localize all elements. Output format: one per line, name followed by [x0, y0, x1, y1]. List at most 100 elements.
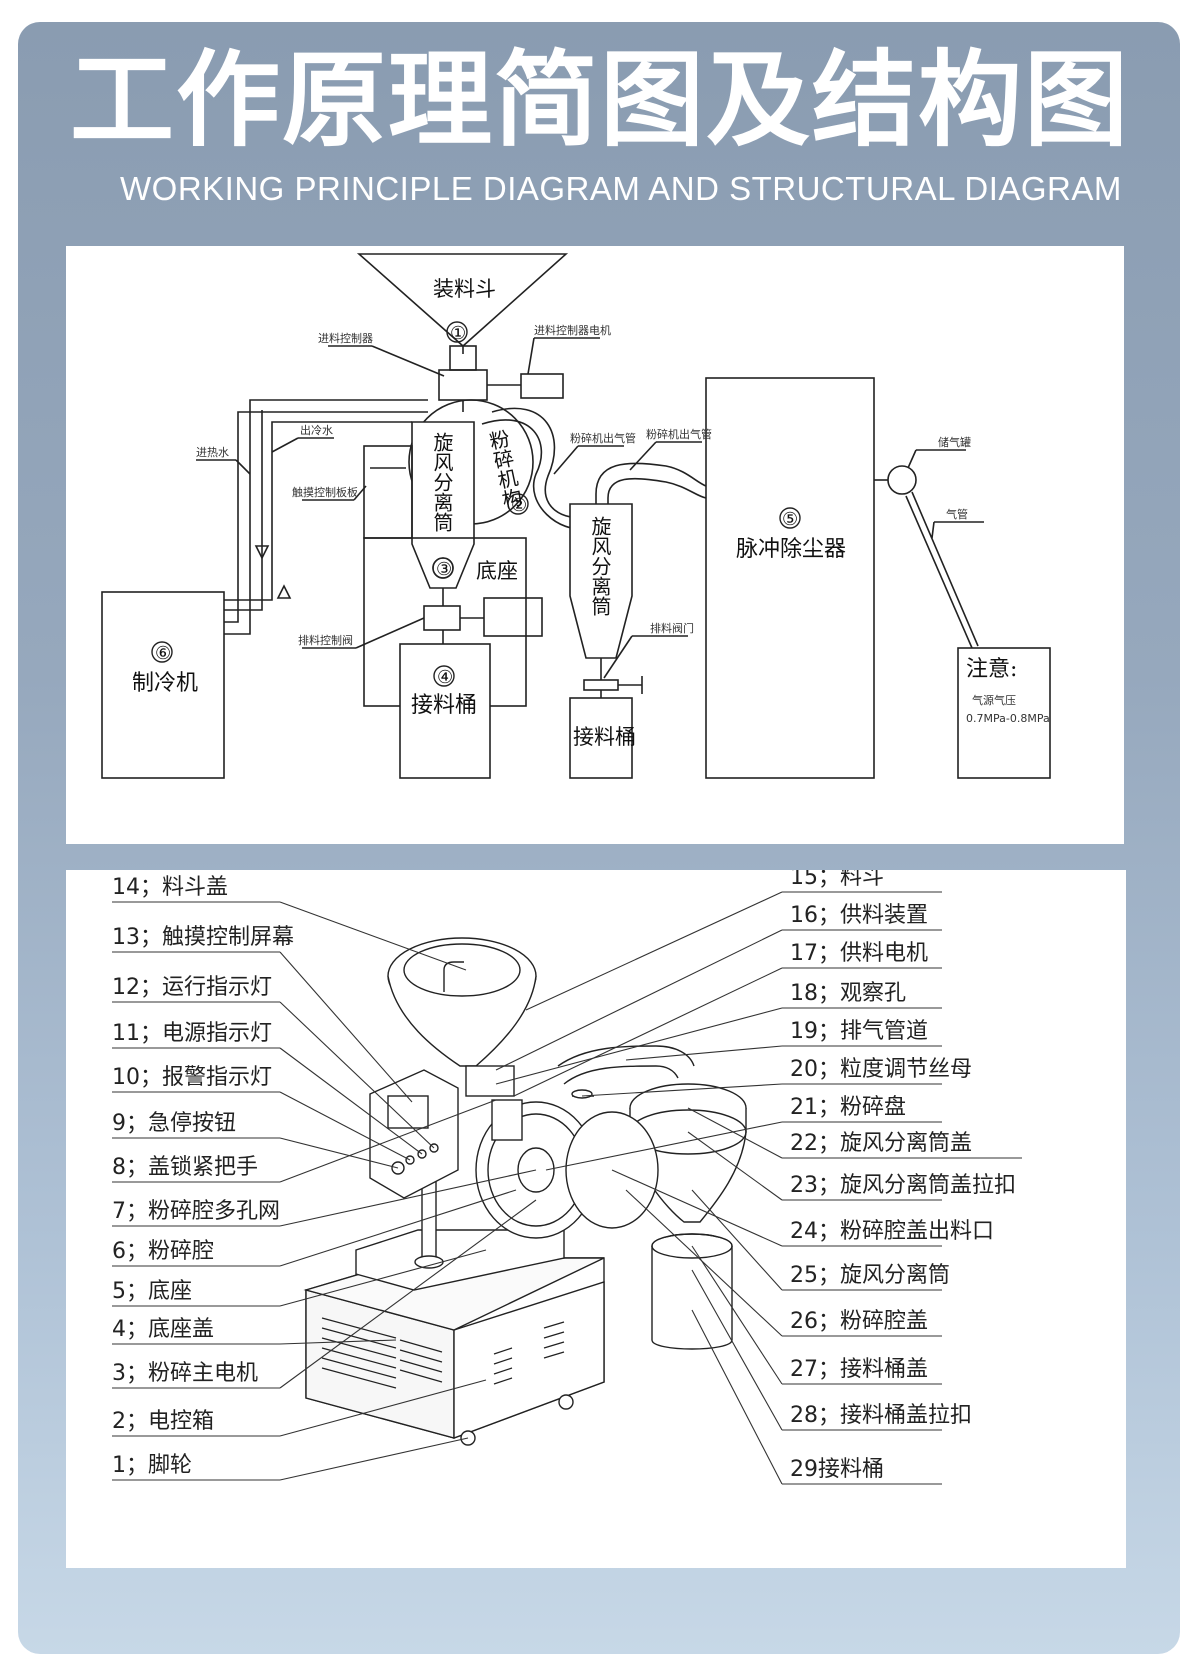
- feed-controller-label: 进料控制器: [318, 331, 373, 345]
- leader-line: [279, 1379, 487, 1437]
- leader-line: [687, 1107, 783, 1159]
- leader-line: [625, 1045, 783, 1061]
- part-label-right: 20；粒度调节丝母: [790, 1057, 972, 1082]
- part-label-right: 25；旋风分离筒: [790, 1263, 950, 1288]
- outlet-pipe1-label: 粉碎机出气管: [570, 431, 636, 445]
- num2-label: ②: [511, 495, 527, 516]
- leader-line: [625, 1189, 783, 1337]
- note-title: 注意:: [966, 657, 1017, 682]
- hot-water-in-label: 进热水: [196, 446, 229, 459]
- outlet-pipe2-label: 粉碎机出气管: [646, 427, 712, 441]
- part-label-right: 17；供料电机: [790, 941, 928, 966]
- cyclone-right-label: 旋风分离筒: [588, 516, 612, 616]
- bucket-right-box: [569, 697, 633, 779]
- part-label-left: 3；粉碎主电机: [112, 1361, 258, 1386]
- leader-line: [691, 1245, 783, 1385]
- dust-collector-box: [705, 377, 875, 779]
- part-label-left: 4；底座盖: [112, 1317, 214, 1342]
- part-label-right: 22；旋风分离筒盖: [790, 1131, 972, 1156]
- leader-lines: [112, 891, 1022, 1485]
- leader-line: [545, 1121, 783, 1171]
- part-label-left: 6；粉碎腔: [112, 1239, 214, 1264]
- discharge-valve-box: [423, 605, 461, 631]
- part-label-right: 15；料斗: [790, 870, 884, 890]
- num3-label: ③: [436, 559, 452, 580]
- hopper-shape: [356, 253, 569, 348]
- num5-label: ⑤: [782, 509, 798, 530]
- part-label-right: 21；粉碎盘: [790, 1095, 906, 1120]
- part-label-right: 26；粉碎腔盖: [790, 1309, 928, 1334]
- structure-diagram-panel: 14；料斗盖 13；触摸控制屏幕 12；运行指示灯 11；电源指示灯 10；报警指示灯 9…: [66, 870, 1126, 1568]
- part-label-left: 8；盖锁紧把手: [112, 1155, 258, 1180]
- chiller-label: 制冷机: [132, 671, 198, 696]
- bucket-left-label: 接料桶: [411, 693, 477, 718]
- part-label-left: 14；料斗盖: [112, 875, 228, 900]
- part-label-right: 18；观察孔: [790, 981, 906, 1006]
- air-tank-label: 储气罐: [938, 435, 971, 449]
- feed-motor-box: [520, 373, 564, 399]
- base-label: 底座: [476, 559, 518, 583]
- leader-line: [279, 1249, 487, 1307]
- part-label-left: 9；急停按钮: [112, 1111, 236, 1136]
- part-label-right: 28；接料桶盖拉扣: [790, 1403, 972, 1428]
- part-label-left: 7；粉碎腔多孔网: [112, 1199, 280, 1224]
- page-subtitle: WORKING PRINCIPLE DIAGRAM AND STRUCTURAL…: [120, 170, 1122, 207]
- discharge-gate-label: 排料阀门: [650, 621, 694, 635]
- part-label-right: 24；粉碎腔盖出料口: [790, 1219, 994, 1244]
- leader-line: [581, 1083, 783, 1097]
- num1-label: ①: [450, 323, 466, 344]
- leader-line: [495, 929, 783, 1071]
- principle-diagram: 装料斗 ① 进料控制器 进料控制器电机 进热水 出冷水 触摸控制板板 旋风分离筒…: [101, 253, 1051, 779]
- part-label-left: 13；触摸控制屏幕: [112, 925, 294, 950]
- leader-line: [279, 1099, 497, 1183]
- cyclone-left-shape: [411, 421, 475, 589]
- part-label-left: 11；电源指示灯: [112, 1021, 272, 1046]
- leader-line: [691, 1269, 783, 1431]
- leader-line: [279, 1199, 537, 1389]
- leader-line: [525, 891, 783, 1011]
- principle-diagram-panel: 装料斗 ① 进料控制器 进料控制器电机 进热水 出冷水 触摸控制板板 旋风分离筒…: [66, 246, 1124, 844]
- part-label-right: 29接料桶: [790, 1457, 884, 1482]
- leader-line: [279, 1091, 411, 1161]
- part-label-right: 23；旋风分离筒盖拉扣: [790, 1173, 1016, 1198]
- feed-motor-label: 进料控制器电机: [534, 323, 611, 337]
- leader-line: [279, 1339, 397, 1345]
- hopper-label: 装料斗: [433, 277, 496, 301]
- leader-line: [279, 1169, 537, 1227]
- note-box: [957, 647, 1051, 779]
- part-label-left: 10；报警指示灯: [112, 1065, 272, 1090]
- part-label-right: 19；排气管道: [790, 1019, 928, 1044]
- leader-line: [513, 967, 783, 1097]
- num6-label: ⑥: [155, 643, 171, 664]
- machine-drawing: [303, 937, 747, 1446]
- note-line2: 0.7MPa-0.8MPa: [966, 712, 1050, 725]
- leader-line: [279, 1189, 517, 1267]
- leader-line: [611, 1169, 783, 1247]
- discharge-valve-label: 排料控制阀: [298, 633, 353, 647]
- part-label-right: 27；接料桶盖: [790, 1357, 928, 1382]
- part-label-left: 2；电控箱: [112, 1409, 214, 1434]
- leader-line: [279, 901, 467, 971]
- leader-line: [279, 1001, 435, 1149]
- part-label-left: 1；脚轮: [112, 1453, 192, 1478]
- leader-line: [691, 1309, 783, 1485]
- chiller-box: [101, 591, 225, 779]
- leader-line: [279, 1047, 423, 1155]
- leader-line: [687, 1131, 783, 1201]
- part-label-left: 5；底座: [112, 1279, 192, 1304]
- note-line1: 气源气压: [972, 693, 1016, 707]
- part-label-left: 12；运行指示灯: [112, 975, 272, 1000]
- touch-panel-box: [363, 445, 413, 539]
- air-pipe-label: 气管: [946, 507, 968, 521]
- page-title: 工作原理简图及结构图: [69, 39, 1130, 161]
- cyclone-right-shape: [569, 503, 633, 659]
- parts-list-right: 15；料斗 16；供料装置 17；供料电机 18；观察孔 19；排气管道 20；粒度调节丝…: [790, 870, 1016, 1482]
- leader-line: [279, 951, 413, 1103]
- leader-line: [279, 1437, 469, 1481]
- air-tank-circle: [887, 465, 917, 495]
- dust-collector-label: 脉冲除尘器: [736, 537, 846, 562]
- leader-line: [279, 1137, 399, 1169]
- part-label-right: 16；供料装置: [790, 903, 928, 928]
- num4-label: ④: [437, 667, 453, 688]
- parts-list-left: 14；料斗盖 13；触摸控制屏幕 12；运行指示灯 11；电源指示灯 10；报警指示灯 9…: [112, 875, 294, 1478]
